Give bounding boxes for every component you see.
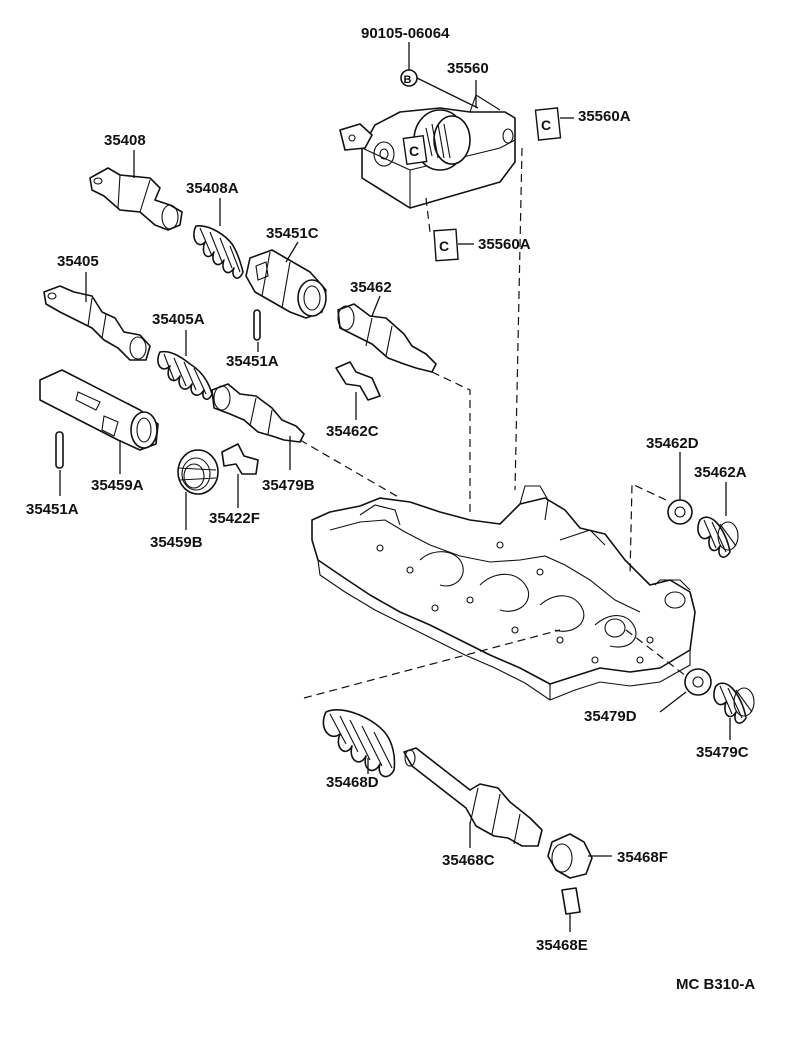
clip-35462C (335, 361, 381, 401)
part-labels: 90105-06064 35560 35560A 35560A 35408 35… (26, 25, 755, 993)
plug-35468F (547, 833, 593, 879)
label-35462A[interactable]: 35462A (694, 464, 747, 481)
spring-35462A (697, 516, 739, 558)
label-35479D[interactable]: 35479D (584, 708, 637, 725)
svg-text:C: C (541, 117, 551, 133)
spring-35479C (713, 682, 755, 724)
key-35468E (561, 887, 581, 915)
pin-35451A-mid (253, 309, 261, 341)
clip-35560A-bottom: C (433, 228, 459, 262)
label-35408[interactable]: 35408 (104, 132, 146, 149)
pin-35451A-left (55, 431, 64, 469)
label-35459A[interactable]: 35459A (91, 477, 144, 494)
clip-35422F (221, 443, 259, 475)
label-90105-06064[interactable]: 90105-06064 (361, 25, 450, 42)
part-35408-valve (89, 167, 183, 231)
valve-body (311, 485, 696, 701)
label-35560A-top[interactable]: 35560A (578, 108, 631, 125)
part-35405-valve (43, 285, 151, 361)
diagram-code: MC B310-A (676, 976, 755, 993)
label-35462D[interactable]: 35462D (646, 435, 699, 452)
label-35468F[interactable]: 35468F (617, 849, 668, 866)
label-35451C[interactable]: 35451C (266, 225, 319, 242)
svg-text:C: C (409, 143, 419, 159)
label-35408A[interactable]: 35408A (186, 180, 239, 197)
label-35459B[interactable]: 35459B (150, 534, 203, 551)
label-35560A-bottom[interactable]: 35560A (478, 236, 531, 253)
label-35462C[interactable]: 35462C (326, 423, 379, 440)
label-35479C[interactable]: 35479C (696, 744, 749, 761)
label-35468E[interactable]: 35468E (536, 937, 588, 954)
assembly-guides (299, 147, 687, 699)
svg-text:C: C (439, 238, 449, 254)
part-35479B-valve (211, 383, 305, 443)
part-35468C-valve (403, 747, 543, 847)
label-35468D[interactable]: 35468D (326, 774, 379, 791)
part-35462-valve (337, 303, 437, 373)
label-35560[interactable]: 35560 (447, 60, 489, 77)
label-35479B[interactable]: 35479B (262, 477, 315, 494)
spring-35405A (157, 350, 213, 401)
e-ring-35479D (684, 668, 712, 696)
clip-35560A-top: C (534, 107, 562, 141)
clip-35560A-on-solenoid: C (402, 134, 428, 166)
label-35451A-mid[interactable]: 35451A (226, 353, 279, 370)
spring-35468D (322, 709, 396, 778)
label-35462[interactable]: 35462 (350, 279, 392, 296)
leader-lines (59, 42, 731, 932)
e-ring-35462D (667, 499, 693, 525)
sleeve-35459A (39, 369, 159, 451)
label-35451A-left[interactable]: 35451A (26, 501, 79, 518)
sleeve-35451C (245, 249, 327, 319)
spring-35408A (193, 225, 244, 279)
label-35468C[interactable]: 35468C (442, 852, 495, 869)
bolt-marker: B (400, 69, 418, 87)
label-35405A[interactable]: 35405A (152, 311, 205, 328)
solenoid-assembly: C (339, 94, 516, 209)
label-35422F[interactable]: 35422F (209, 510, 260, 527)
spring-35459B (177, 449, 219, 495)
label-35405[interactable]: 35405 (57, 253, 99, 270)
svg-text:B: B (404, 74, 412, 86)
